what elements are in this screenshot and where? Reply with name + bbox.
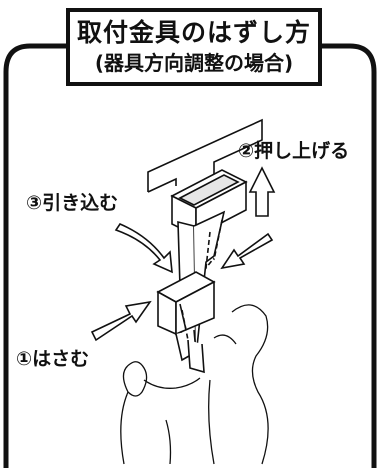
arrow-pinch-right [220,232,274,270]
step-1-label: ①はさむ [16,348,90,370]
arrow-pull-in [114,223,173,274]
title-box: 取付金具のはずし方 (器具方向調整の場合) [66,8,322,86]
step-2-label: ②押し上げる [238,140,350,162]
title-sub: (器具方向調整の場合) [94,51,294,75]
outer-frame [3,43,377,468]
rail-lower [187,339,205,374]
arrow-pinch-left [90,300,152,342]
hand-outline [120,304,269,465]
arrow-push-up [248,166,276,217]
title-main: 取付金具のはずし方 [76,18,311,47]
lower-clip [156,271,216,362]
step-3-label: ③引き込む [26,192,119,214]
